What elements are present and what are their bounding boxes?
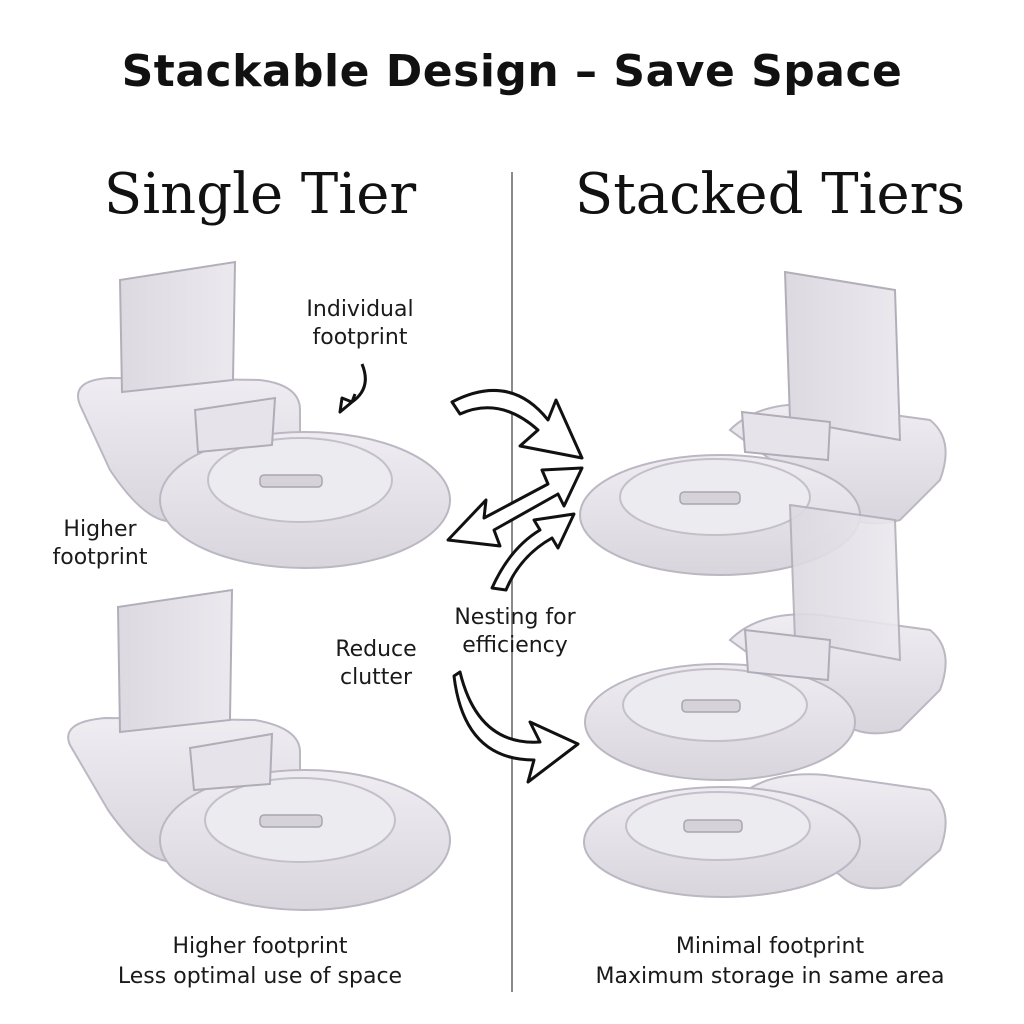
small-double-arrow-icon bbox=[490, 512, 576, 592]
page-title: Stackable Design – Save Space bbox=[121, 46, 903, 97]
left-caption-line1: Higher footprint bbox=[172, 934, 348, 959]
right-caption-line2: Maximum storage in same area bbox=[595, 964, 945, 989]
higher-footprint-label: Higher footprint bbox=[52, 517, 148, 570]
left-caption-line2: Less optimal use of space bbox=[117, 964, 403, 989]
single-tier-heading: Single Tier bbox=[103, 162, 417, 227]
single-stand-top-image bbox=[77, 260, 451, 569]
stacked-stands-image bbox=[579, 270, 947, 898]
curved-arrow-top-icon bbox=[450, 388, 584, 460]
stacked-tiers-heading: Stacked Tiers bbox=[574, 162, 966, 227]
left-caption: Higher footprint Less optimal use of spa… bbox=[60, 932, 460, 992]
reduce-clutter-label: Reduce clutter bbox=[335, 637, 417, 690]
arrows-group bbox=[338, 363, 584, 784]
double-arrow-icon bbox=[446, 466, 584, 548]
right-caption-line1: Minimal footprint bbox=[675, 934, 865, 959]
right-caption: Minimal footprint Maximum storage in sam… bbox=[560, 932, 980, 992]
curved-arrow-bottom-icon bbox=[452, 670, 580, 784]
nesting-label: Nesting for efficiency bbox=[454, 605, 576, 658]
individual-footprint-label: Individual footprint bbox=[306, 297, 414, 350]
small-curved-arrow-icon bbox=[338, 363, 367, 414]
column-divider bbox=[511, 172, 513, 992]
single-stand-bottom-image bbox=[67, 588, 451, 911]
